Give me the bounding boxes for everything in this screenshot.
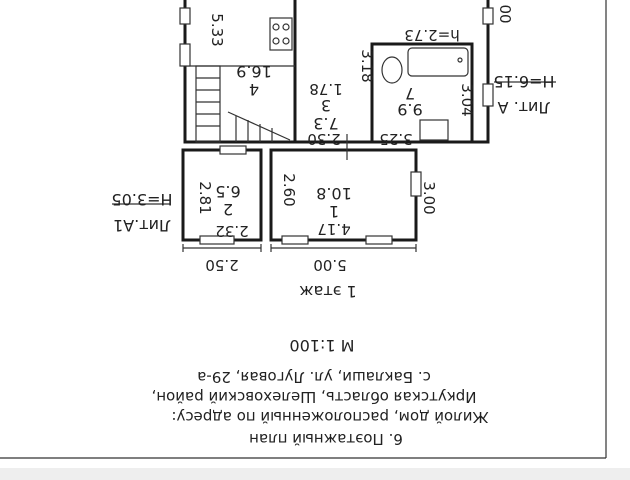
lit-a-label: Лит. А xyxy=(498,98,551,117)
window xyxy=(482,83,494,107)
room2-area: 6.5 xyxy=(215,182,240,201)
window xyxy=(179,7,191,25)
scale-label: М 1:100 xyxy=(290,336,355,355)
plan-title: 6. Поэтажный план xyxy=(249,430,403,448)
room1-height: 2.60 xyxy=(280,173,298,206)
room4-number: 4 xyxy=(249,80,259,99)
window xyxy=(281,235,309,245)
lit-a1-height: H=3.05 xyxy=(111,190,172,209)
room3-height: 3.18 xyxy=(358,49,376,82)
room4-width: 5.33 xyxy=(208,13,226,46)
room2-width: 2.32 xyxy=(215,222,248,240)
room3-area: 7.3 xyxy=(313,114,338,133)
dim-5-00: 5.00 xyxy=(313,256,346,274)
toilet-icon xyxy=(381,56,403,84)
floor-label: 1 этаж xyxy=(299,282,357,301)
window xyxy=(219,145,247,155)
room2-number: 2 xyxy=(223,200,233,219)
window xyxy=(410,171,422,197)
room1-area: 10.8 xyxy=(316,184,352,203)
room1-width: 4.17 xyxy=(317,220,350,238)
room7-number: 7 xyxy=(405,84,415,103)
room4-area: 16.9 xyxy=(236,62,272,81)
room7-area: 9.9 xyxy=(397,100,422,119)
window xyxy=(179,43,191,67)
top-right-dim: 00 xyxy=(496,4,514,23)
dim-2-30: 2.30 xyxy=(307,130,340,148)
room1-number: 1 xyxy=(329,202,339,221)
window xyxy=(199,235,235,245)
room7-height: 3.04 xyxy=(458,83,476,116)
room2-height: 2.81 xyxy=(196,181,214,214)
room3-number: 3 xyxy=(321,96,331,115)
stairs xyxy=(195,65,291,143)
address-line-2: Иркутская область, Шелеховский район, xyxy=(151,388,476,406)
address-line-3: с. Баклаши, ул. Луговая, 29-а xyxy=(197,368,431,386)
window xyxy=(482,7,494,25)
stove-icon xyxy=(269,17,293,51)
page-bottom-strip xyxy=(0,468,630,480)
lit-a1-label: Лит.А1 xyxy=(113,216,171,235)
address-line-1: Жилой дом, расположенный по адресу: xyxy=(171,408,488,426)
room3-width: 1.78 xyxy=(309,80,342,98)
dim-2-50: 2.50 xyxy=(205,256,238,274)
sink-icon xyxy=(419,119,449,141)
window xyxy=(365,235,393,245)
dimension-lines xyxy=(112,81,556,252)
dim-3-00: 3.00 xyxy=(420,181,438,214)
bathtub-icon xyxy=(407,47,469,77)
room7-width: 3.25 xyxy=(379,130,412,148)
lit-a-height: H=6.15 xyxy=(493,72,554,91)
inner-height: h=2.73 xyxy=(404,26,459,44)
rotated-annotations: 5.33 16.9 4 1.78 3 7.3 3.18 h=2.73 00 7 … xyxy=(111,4,554,448)
upper-building-walls xyxy=(183,0,490,144)
